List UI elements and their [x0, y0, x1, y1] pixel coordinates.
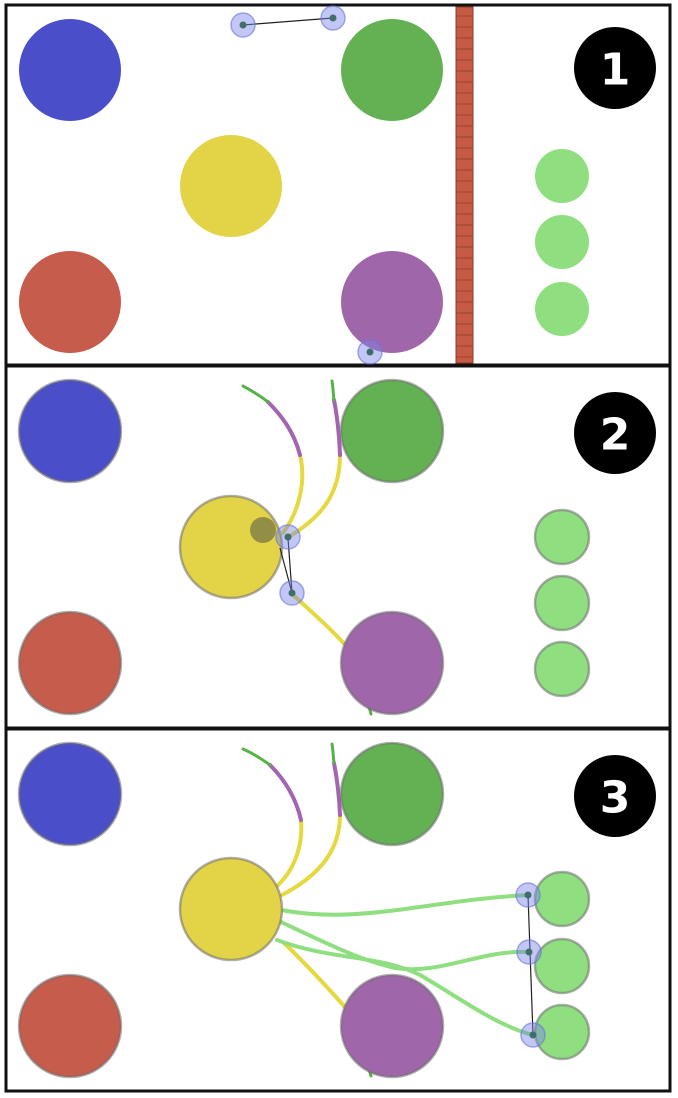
touch-connector — [279, 547, 293, 594]
light-green-node-2[interactable] — [533, 574, 591, 632]
light-green-node-3[interactable] — [533, 1003, 591, 1061]
red-node[interactable] — [19, 251, 121, 353]
touch-point-icon[interactable] — [516, 939, 542, 965]
panel-2-badge: 2 — [574, 392, 656, 474]
yellow-node[interactable] — [178, 494, 284, 600]
blue-node[interactable] — [19, 19, 121, 121]
light-green-node-2[interactable] — [533, 937, 591, 995]
light-green-node-3[interactable] — [533, 640, 591, 698]
touch-point-icon[interactable] — [520, 1022, 546, 1048]
yellow-node[interactable] — [180, 135, 282, 237]
touch-point-icon[interactable] — [279, 580, 305, 606]
panel-1-number: 1 — [600, 45, 631, 96]
red-node[interactable] — [17, 610, 123, 716]
touch-connector — [527, 894, 534, 1036]
light-green-node-3[interactable] — [535, 282, 589, 336]
touch-connector — [242, 17, 334, 26]
touch-point-icon[interactable] — [320, 5, 346, 31]
grab-marker — [250, 517, 276, 543]
light-green-node-1[interactable] — [533, 870, 591, 928]
touch-point-icon[interactable] — [230, 12, 256, 38]
panel-2: 2 — [4, 364, 672, 730]
panel-2-number: 2 — [600, 410, 631, 461]
purple-node[interactable] — [339, 610, 445, 716]
panel-3-badge: 3 — [574, 755, 656, 837]
panel-1-badge: 1 — [574, 27, 656, 109]
blue-node[interactable] — [17, 378, 123, 484]
touch-connector — [287, 537, 293, 594]
touch-point-icon[interactable] — [515, 882, 541, 908]
green-node[interactable] — [339, 741, 445, 847]
blue-node[interactable] — [17, 741, 123, 847]
panel-3-number: 3 — [600, 773, 631, 824]
purple-node[interactable] — [341, 251, 443, 353]
brick-wall-icon — [455, 6, 474, 364]
light-green-trails — [275, 893, 535, 1037]
touch-point-icon[interactable] — [275, 524, 301, 550]
light-green-node-1[interactable] — [535, 149, 589, 203]
touch-point-icon[interactable] — [357, 339, 383, 365]
green-node[interactable] — [341, 19, 443, 121]
yellow-node[interactable] — [178, 856, 284, 962]
panel-1: 1 — [4, 3, 672, 367]
light-green-node-1[interactable] — [533, 508, 591, 566]
light-green-node-2[interactable] — [535, 215, 589, 269]
red-node[interactable] — [17, 973, 123, 1079]
panel-3: 3 — [4, 727, 672, 1093]
green-node[interactable] — [339, 378, 445, 484]
purple-node[interactable] — [339, 973, 445, 1079]
